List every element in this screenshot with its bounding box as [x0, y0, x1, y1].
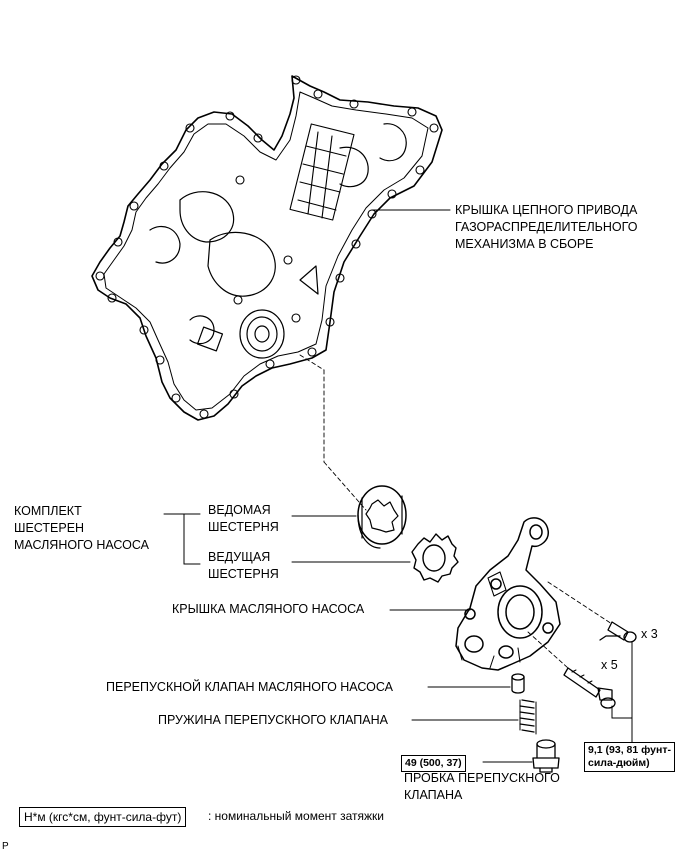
assembly-center-lines [299, 354, 613, 669]
bolt-lower-drawing [563, 667, 616, 709]
quantity-upper-bolts: x 3 [641, 627, 658, 641]
leader-lines [163, 209, 633, 763]
label-oil-pump-cover: КРЫШКА МАСЛЯНОГО НАСОСА [172, 602, 365, 616]
timing-chain-cover-drawing [91, 75, 443, 421]
drive-gear-drawing [411, 533, 459, 583]
label-driven-gear: ВЕДОМАЯ ШЕСТЕРНЯ [208, 503, 279, 534]
label-oil-pump-gear-kit: КОМПЛЕКТ ШЕСТЕРЕН МАСЛЯНОГО НАСОСА [14, 504, 149, 552]
label-timing-chain-cover-assy: КРЫШКА ЦЕПНОГО ПРИВОДА ГАЗОРАСПРЕДЕЛИТЕЛ… [455, 203, 638, 251]
oil-pump-cover-drawing [455, 517, 561, 671]
quantity-lower-bolts: x 5 [601, 658, 618, 672]
driven-gear-drawing [357, 485, 407, 549]
relief-spring-drawing [519, 699, 537, 735]
relief-valve-drawing [511, 673, 525, 694]
label-relief-plug: ПРОБКА ПЕРЕПУСКНОГО КЛАПАНА [404, 771, 560, 802]
label-drive-gear: ВЕДУЩАЯ ШЕСТЕРНЯ [208, 550, 279, 581]
label-relief-spring: ПРУЖИНА ПЕРЕПУСКНОГО КЛАПАНА [158, 713, 388, 727]
label-relief-valve: ПЕРЕПУСКНОЙ КЛАПАН МАСЛЯНОГО НАСОСА [106, 680, 393, 694]
bolt-upper-drawing [599, 621, 637, 643]
legend-units-box: Н*м (кгс*см, фунт-сила-фут) [19, 807, 187, 827]
legend-description: : номинальный момент затяжки [208, 809, 384, 823]
corner-mark: P [2, 841, 9, 852]
torque-spec-bolts: 9,1 (93, 81 фунт- сила-дюйм) [584, 742, 675, 772]
torque-spec-plug: 49 (500, 37) [401, 755, 466, 772]
relief-plug-drawing [532, 739, 560, 773]
